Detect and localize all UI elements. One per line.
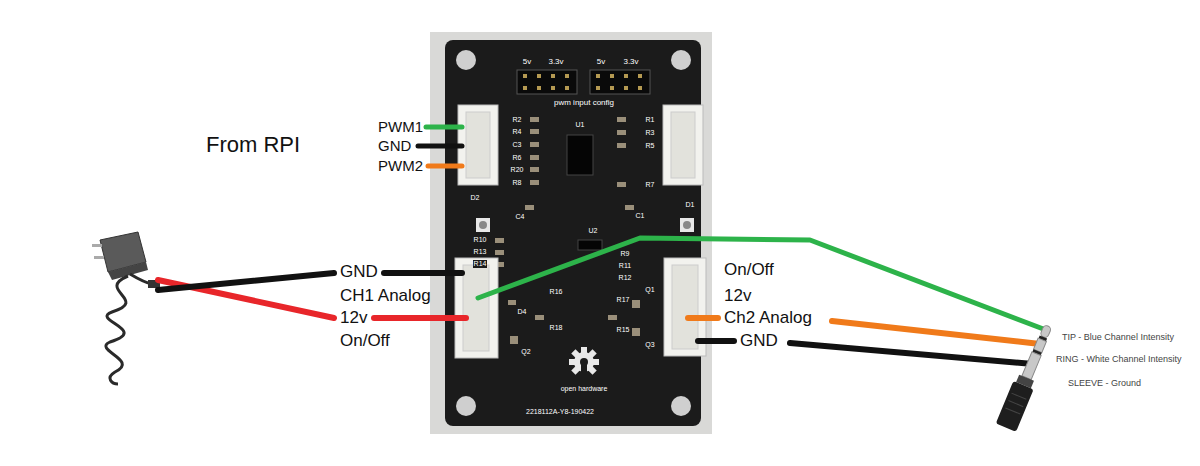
mount-hole bbox=[671, 396, 691, 416]
component-ref: R11 bbox=[618, 262, 632, 270]
signal-name: PWM2 bbox=[378, 157, 423, 174]
component-ref: Q3 bbox=[644, 341, 655, 349]
component-ref: Q1 bbox=[644, 286, 655, 294]
component-ref: D2 bbox=[470, 194, 481, 202]
signal-name: GND bbox=[378, 137, 411, 154]
pcb-board bbox=[445, 40, 701, 426]
ic-chip bbox=[567, 135, 593, 175]
ic-chip bbox=[578, 240, 602, 250]
silkscreen-text: 5v bbox=[522, 57, 532, 66]
component-ref: R12 bbox=[618, 274, 633, 282]
silkscreen-text: pwm input config bbox=[553, 98, 615, 107]
gnd-wire bbox=[384, 270, 462, 276]
pin-name: GND bbox=[340, 262, 378, 282]
component-ref: R13 bbox=[473, 248, 488, 256]
jst-connector bbox=[663, 105, 703, 185]
silkscreen-text: 5v bbox=[596, 57, 606, 66]
plug-contact-note: RING - White Channel Intensity bbox=[1056, 354, 1182, 364]
plug-contact-note: SLEEVE - Ground bbox=[1068, 378, 1141, 388]
component-ref: C1 bbox=[635, 212, 646, 220]
component-ref: R7 bbox=[645, 181, 656, 189]
pin-name: On/Off bbox=[340, 331, 390, 351]
pin-name: On/Off bbox=[724, 260, 774, 280]
plug-contact-note: TIP - Blue Channel Intensity bbox=[1062, 332, 1174, 342]
gnd-wire bbox=[790, 343, 1033, 364]
pin-name: 12v bbox=[724, 286, 751, 306]
component-ref: U2 bbox=[588, 227, 599, 235]
component-ref: R2 bbox=[512, 116, 523, 124]
component-ref: R20 bbox=[510, 166, 525, 174]
gnd-wire bbox=[698, 338, 734, 344]
silkscreen-text: 3.3v bbox=[547, 57, 564, 66]
audio-jack-plug bbox=[996, 322, 1058, 432]
component-ref: C4 bbox=[515, 213, 526, 221]
component-ref: R3 bbox=[645, 129, 656, 137]
12v-wire bbox=[374, 315, 466, 321]
component-ref: R16 bbox=[549, 288, 564, 296]
source-label: From RPI bbox=[206, 132, 300, 157]
component-ref: R8 bbox=[512, 179, 523, 187]
component-ref: D1 bbox=[685, 201, 696, 209]
component-ref: C3 bbox=[512, 141, 523, 149]
mount-hole bbox=[456, 396, 476, 416]
component-ref: U1 bbox=[575, 121, 586, 129]
silkscreen-text: open hardware bbox=[560, 385, 609, 393]
trimmer bbox=[680, 218, 694, 232]
open-hardware-logo bbox=[569, 347, 599, 378]
ch2-analog-wire bbox=[832, 321, 1040, 344]
component-ref: R10 bbox=[473, 236, 488, 244]
gnd-wire bbox=[418, 144, 462, 149]
trimmer bbox=[683, 221, 691, 229]
header-pins bbox=[523, 74, 642, 90]
component-ref: Q2 bbox=[520, 348, 531, 356]
power-adapter bbox=[92, 232, 160, 384]
pin-header bbox=[517, 70, 577, 94]
pin-name: CH1 Analog bbox=[340, 286, 431, 306]
photo-ground bbox=[430, 32, 712, 434]
gnd-wire bbox=[158, 273, 334, 290]
mount-hole bbox=[456, 50, 476, 70]
smd-parts bbox=[495, 117, 640, 344]
pwm1-wire bbox=[426, 125, 462, 130]
ch2-analog-wire bbox=[688, 315, 718, 321]
component-ref: R14 bbox=[473, 260, 488, 268]
component-ref: R6 bbox=[512, 154, 523, 162]
pin-name: Ch2 Analog bbox=[724, 308, 812, 328]
pwm2-wire bbox=[428, 164, 462, 169]
component-ref: R18 bbox=[549, 324, 564, 332]
signal-name: PWM1 bbox=[378, 118, 423, 135]
pin-name: GND bbox=[740, 331, 778, 351]
component-ref: R17 bbox=[616, 296, 631, 304]
component-ref: D4 bbox=[517, 308, 528, 316]
pin-name: 12v bbox=[340, 308, 367, 328]
mount-hole bbox=[671, 50, 691, 70]
silkscreen-text: 2218112A-Y8-190422 bbox=[525, 408, 595, 416]
component-ref: R9 bbox=[620, 250, 631, 258]
component-ref: R15 bbox=[616, 326, 631, 334]
silkscreen-text: 3.3v bbox=[622, 57, 639, 66]
pin-header bbox=[590, 70, 650, 94]
component-ref: R5 bbox=[645, 142, 656, 150]
trimmer bbox=[476, 218, 490, 232]
component-ref: R4 bbox=[512, 128, 523, 136]
ch1-analog-wire bbox=[478, 238, 1046, 330]
component-ref: R1 bbox=[645, 116, 656, 124]
trimmer bbox=[479, 221, 487, 229]
